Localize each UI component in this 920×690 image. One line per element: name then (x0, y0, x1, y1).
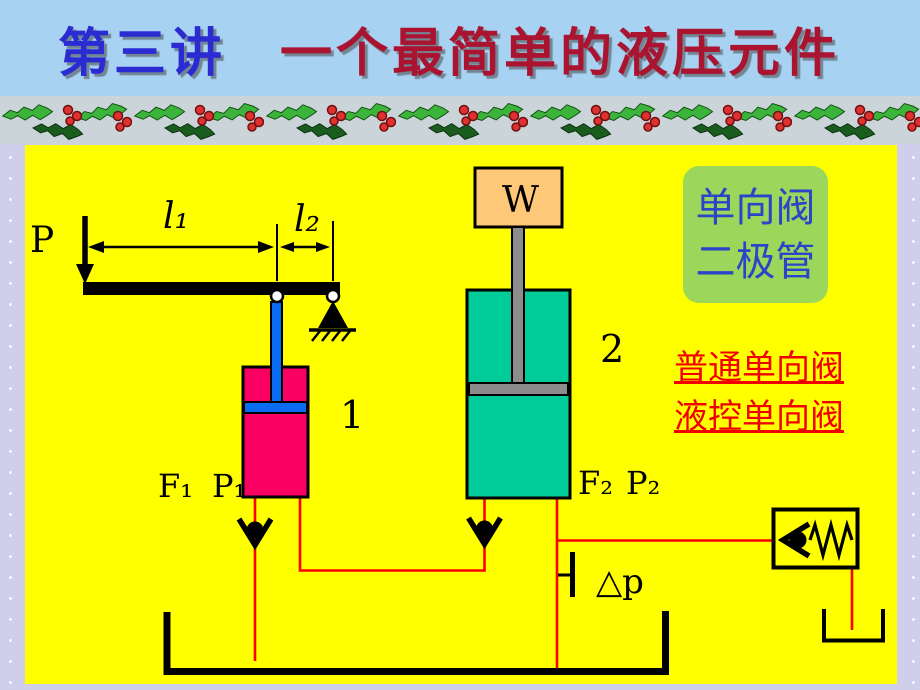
holly-garland-icon (0, 96, 920, 144)
cylinder-1-piston (243, 401, 308, 414)
delta-p-label: △p (596, 562, 644, 602)
lever-bar (83, 282, 340, 295)
cylinder-2-number: 2 (600, 327, 624, 371)
pipe-cyl1-to-cyl2 (298, 497, 486, 572)
force-arrow-head (76, 264, 94, 284)
check-valve-1-icon (239, 519, 271, 545)
weight-label: W (502, 180, 539, 221)
cylinder-2-rod (511, 226, 525, 388)
check-valve-2-icon (469, 518, 501, 544)
p2-label: P₂ (626, 464, 660, 502)
rod-pin (269, 288, 285, 304)
cylinder-1-rod (270, 301, 283, 405)
dim-l2-left-arrow (280, 242, 294, 252)
main-tank (163, 611, 669, 675)
f2-label: F₂ (578, 464, 613, 502)
ground-hatch (311, 330, 351, 342)
title-text: 一个最简单的液压元件 (280, 22, 841, 84)
relief-valve-spring-icon (808, 518, 854, 562)
callout-line-1: 单向阀 (695, 184, 816, 231)
fulcrum-pin (325, 288, 341, 304)
length2-label: l₂ (294, 199, 320, 240)
cylinder-2-piston (468, 382, 569, 396)
link-ordinary-check-valve[interactable]: 普通单向阀 (674, 348, 844, 388)
link-pilot-check-valve[interactable]: 液控单向阀 (674, 397, 844, 437)
dim-l1-left-arrow (88, 241, 104, 253)
p1-label: P₁ (212, 467, 246, 505)
dim-l1-right-arrow (258, 241, 274, 253)
callout-box: 单向阀 二极管 (683, 166, 828, 303)
f1-label: F₁ (158, 467, 193, 505)
fulcrum-triangle (318, 301, 348, 328)
small-tank (822, 609, 885, 643)
cylinder-1-number: 1 (340, 393, 364, 437)
slide-header: 第三讲 一个最简单的液压元件 (0, 0, 920, 96)
link-list: 普通单向阀 液控单向阀 (674, 344, 874, 442)
holly-garland-band (0, 96, 920, 144)
callout-line-2: 二极管 (695, 238, 816, 285)
dim-l2-right-arrow (316, 242, 330, 252)
length1-label: l₁ (163, 196, 189, 237)
force-label: P (30, 220, 54, 261)
title-lecture-number: 第三讲 (58, 22, 227, 84)
weight-box (473, 166, 564, 229)
